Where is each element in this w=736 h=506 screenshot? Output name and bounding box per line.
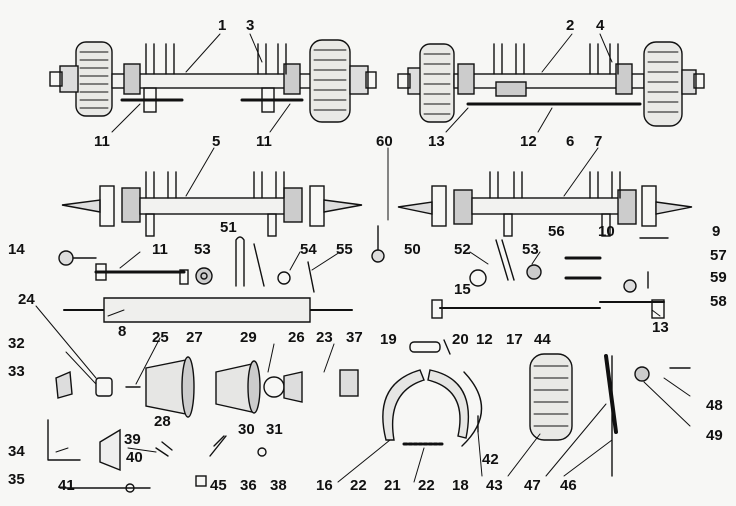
callout-47: 47: [524, 477, 541, 494]
callout-20: 20: [452, 331, 469, 348]
callout-2: 2: [566, 17, 575, 34]
callout-36: 36: [240, 477, 257, 494]
callout-10: 10: [598, 223, 615, 240]
callout-51: 51: [220, 219, 237, 236]
callout-25: 25: [152, 329, 169, 346]
axle-beam-5: [61, 171, 363, 237]
callout-29: 29: [240, 329, 257, 346]
callout-35: 35: [8, 471, 25, 488]
callout-14: 14: [8, 241, 25, 258]
callout-48: 48: [706, 397, 723, 414]
callout-18: 18: [452, 477, 469, 494]
callout-54: 54: [300, 241, 317, 258]
callout-4: 4: [596, 17, 605, 34]
callout-56: 56: [548, 223, 565, 240]
callout-49: 49: [706, 427, 723, 444]
callout-39: 39: [124, 431, 141, 448]
callout-11-top-right: 11: [256, 133, 272, 150]
callout-23: 23: [316, 329, 333, 346]
callout-53-left: 53: [194, 241, 211, 258]
callout-11-top-left: 11: [94, 133, 110, 150]
callout-17: 17: [506, 331, 523, 348]
callout-57: 57: [710, 247, 727, 264]
callout-26: 26: [288, 329, 305, 346]
callout-30: 30: [238, 421, 255, 438]
axle-beam-6-7: [397, 171, 693, 237]
callout-44: 44: [534, 331, 551, 348]
callout-38: 38: [270, 477, 287, 494]
callout-6: 6: [566, 133, 575, 150]
callout-19: 19: [380, 331, 397, 348]
callout-11-mid: 11: [152, 241, 168, 258]
callout-55: 55: [336, 241, 353, 258]
callout-31: 31: [266, 421, 283, 438]
callout-13-mid: 13: [652, 319, 669, 336]
callout-32: 32: [8, 335, 25, 352]
callout-50: 50: [404, 241, 421, 258]
callout-15: 15: [454, 281, 471, 298]
callout-58: 58: [710, 293, 727, 310]
callout-40: 40: [126, 449, 143, 466]
callout-5: 5: [212, 133, 221, 150]
callout-3: 3: [246, 17, 255, 34]
callout-45: 45: [210, 477, 227, 494]
callout-24: 24: [18, 291, 35, 308]
callout-8: 8: [118, 323, 127, 340]
callout-52: 52: [454, 241, 471, 258]
callout-1: 1: [218, 17, 227, 34]
callout-7: 7: [594, 133, 603, 150]
small-parts-row: [58, 225, 669, 293]
callout-12-top: 12: [520, 133, 537, 150]
callout-27: 27: [186, 329, 203, 346]
hub-drum-parts: [47, 339, 451, 493]
callout-16: 16: [316, 477, 333, 494]
callout-37: 37: [346, 329, 363, 346]
callout-41: 41: [58, 477, 75, 494]
axle-assembly-2-4: [397, 41, 705, 127]
brake-and-wheel-parts: [382, 353, 691, 477]
leader-lines: [35, 33, 691, 483]
callout-53-right: 53: [522, 241, 539, 258]
callout-43: 43: [486, 477, 503, 494]
callout-28: 28: [154, 413, 171, 430]
callout-21: 21: [384, 477, 401, 494]
callout-9: 9: [712, 223, 721, 240]
spring-bar-8: [63, 297, 665, 323]
callout-60: 60: [376, 133, 393, 150]
callout-46: 46: [560, 477, 577, 494]
callout-12-mid: 12: [476, 331, 493, 348]
callout-22-right: 22: [418, 477, 435, 494]
callout-33: 33: [8, 363, 25, 380]
callout-34: 34: [8, 443, 25, 460]
axle-assembly-1-3: [49, 39, 377, 123]
callout-22-left: 22: [350, 477, 367, 494]
callout-42: 42: [482, 451, 499, 468]
callout-59: 59: [710, 269, 727, 286]
callout-13-top: 13: [428, 133, 445, 150]
